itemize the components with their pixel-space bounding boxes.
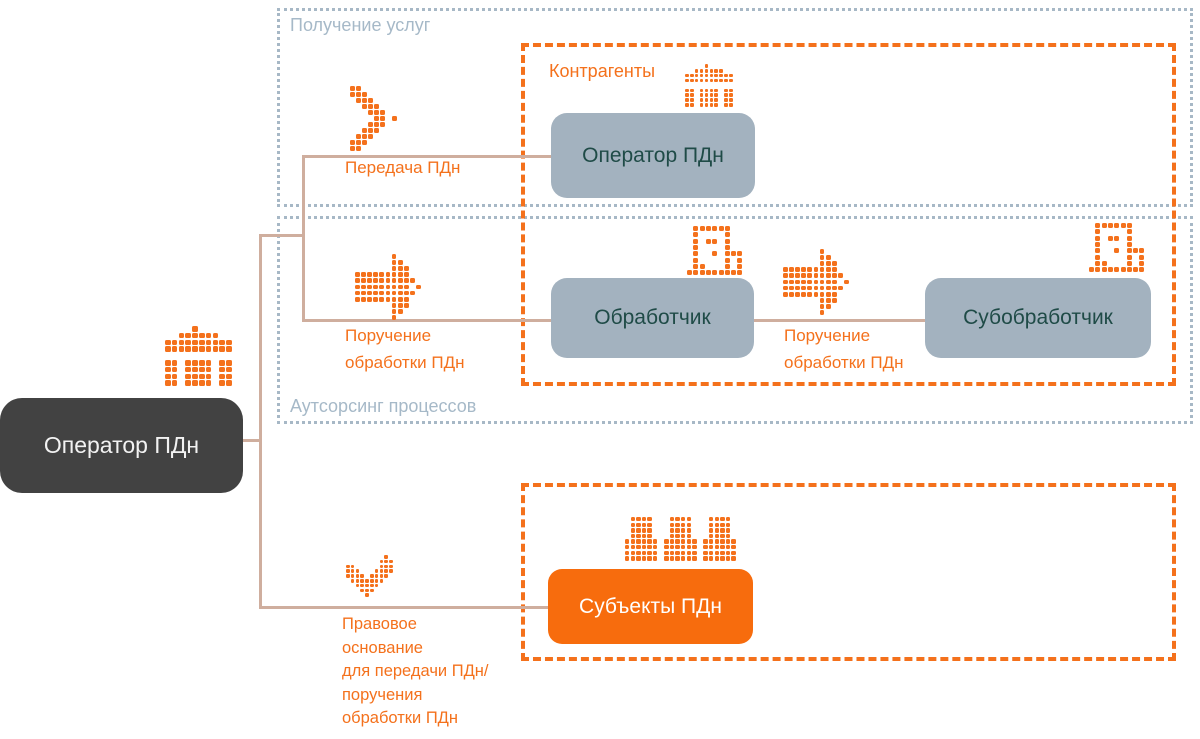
connector-legal-basis <box>259 606 549 609</box>
arrow-right-icon <box>355 254 429 322</box>
checkmark-icon <box>346 555 394 599</box>
edge-label-line: для передачи ПДн/ <box>342 662 489 680</box>
node-operator-counterparty: Оператор ПДн <box>551 113 755 198</box>
group-outsourcing-label: Аутсорсинг процессов <box>290 396 477 416</box>
chevron-right-icon <box>350 86 398 152</box>
group-outsourcing-frame: Аутсорсинг процессов <box>277 216 1193 424</box>
edge-label-line: Поручение <box>345 326 432 345</box>
connector-branch-horizontal <box>259 234 305 237</box>
connector-transfer <box>302 155 552 158</box>
edge-label-line: Правовое <box>342 615 417 633</box>
edge-label-assignment-1: Поручение обработки ПДн <box>345 322 464 376</box>
edge-label-line: обработки ПДн <box>342 709 458 727</box>
edge-label-line: поручения <box>342 685 423 704</box>
group-counterparties-frame: Контрагенты <box>521 43 1176 386</box>
group-subjects-frame <box>521 483 1176 661</box>
group-services-frame: Получение услуг <box>277 8 1193 207</box>
people-group-icon <box>625 517 737 562</box>
edge-label-line: Поручение <box>784 326 871 345</box>
edge-label-transfer: Передача ПДн <box>345 158 461 177</box>
edge-label-legal-basis: Правовое основание для передачи ПДн/ пор… <box>342 613 488 731</box>
node-processor: Обработчик <box>551 278 754 358</box>
connector-assignment-1 <box>302 319 552 322</box>
connector-root-stub <box>243 439 262 442</box>
connector-branch-vertical <box>302 155 305 322</box>
node-subprocessor: Субобработчик <box>925 278 1151 358</box>
bank-building-icon <box>685 64 734 109</box>
node-operator-root: Оператор ПДн <box>0 398 243 493</box>
edge-label-line: обработки ПДн <box>784 353 904 372</box>
connector-assignment-2 <box>752 319 926 322</box>
group-counterparties-label: Контрагенты <box>549 61 656 81</box>
node-subjects: Субъекты ПДн <box>548 569 753 644</box>
edge-label-assignment-2: Поручение обработки ПДн <box>784 322 903 376</box>
office-building-icon <box>687 226 744 277</box>
connector-trunk-vertical <box>259 234 262 609</box>
edge-label-line: основание <box>342 638 423 657</box>
edge-label-line: обработки ПДн <box>345 353 465 372</box>
bank-building-icon <box>165 326 233 388</box>
office-building-icon <box>1089 223 1146 274</box>
arrow-right-icon <box>783 249 857 317</box>
group-services-label: Получение услуг <box>290 15 431 35</box>
